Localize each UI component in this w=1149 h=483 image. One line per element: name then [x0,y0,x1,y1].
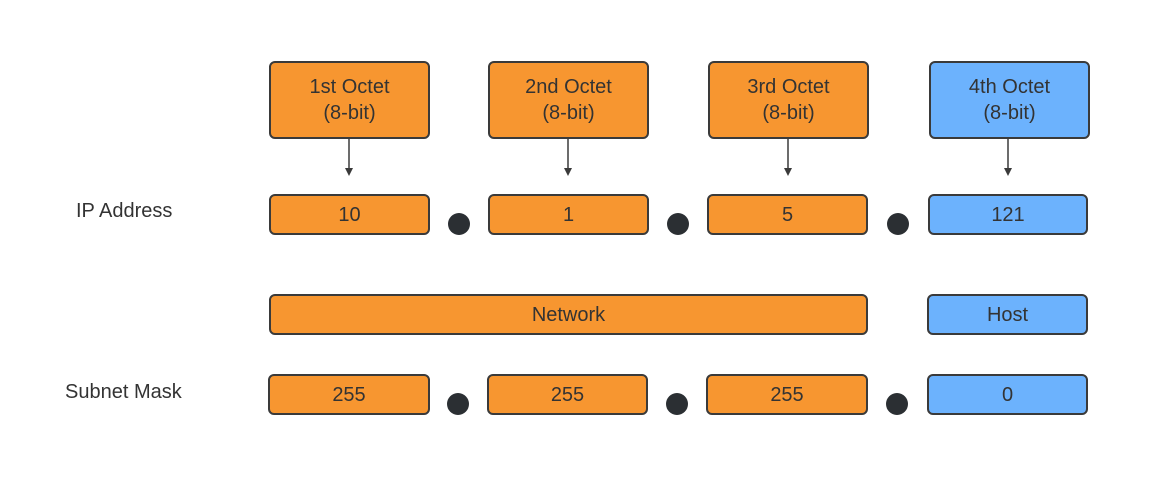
ip-address-label: IP Address [76,200,173,222]
dot-separator [886,393,908,415]
octet-2-title: 2nd Octet [525,76,612,98]
mask-octet-2-value: 255 [487,374,648,415]
mask-octet-3-value: 255 [706,374,868,415]
dot-separator [667,213,689,235]
octet-3-bits: (8-bit) [762,102,815,124]
dot-separator [448,213,470,235]
ip-octet-1-value: 10 [269,194,430,235]
mask-octet-4-value: 0 [927,374,1088,415]
octet-2-bits: (8-bit) [542,102,595,124]
network-portion: Network [269,294,868,335]
octet-1-title: 1st Octet [309,76,390,98]
subnet-mask-label: Subnet Mask [65,381,182,403]
octet-4-box: 4th Octet (8-bit) [929,61,1090,139]
octet-3-title: 3rd Octet [747,76,830,98]
ip-octet-3-value: 5 [707,194,868,235]
octet-4-bits: (8-bit) [983,102,1036,124]
mask-octet-1-value: 255 [268,374,430,415]
dot-separator [887,213,909,235]
octet-2-box: 2nd Octet (8-bit) [488,61,649,139]
octet-4-title: 4th Octet [968,76,1051,98]
ip-octet-4-value: 121 [928,194,1088,235]
dot-separator [447,393,469,415]
octet-1-bits: (8-bit) [323,102,376,124]
host-portion: Host [927,294,1088,335]
ip-octet-2-value: 1 [488,194,649,235]
octet-1-box: 1st Octet (8-bit) [269,61,430,139]
dot-separator [666,393,688,415]
octet-3-box: 3rd Octet (8-bit) [708,61,869,139]
